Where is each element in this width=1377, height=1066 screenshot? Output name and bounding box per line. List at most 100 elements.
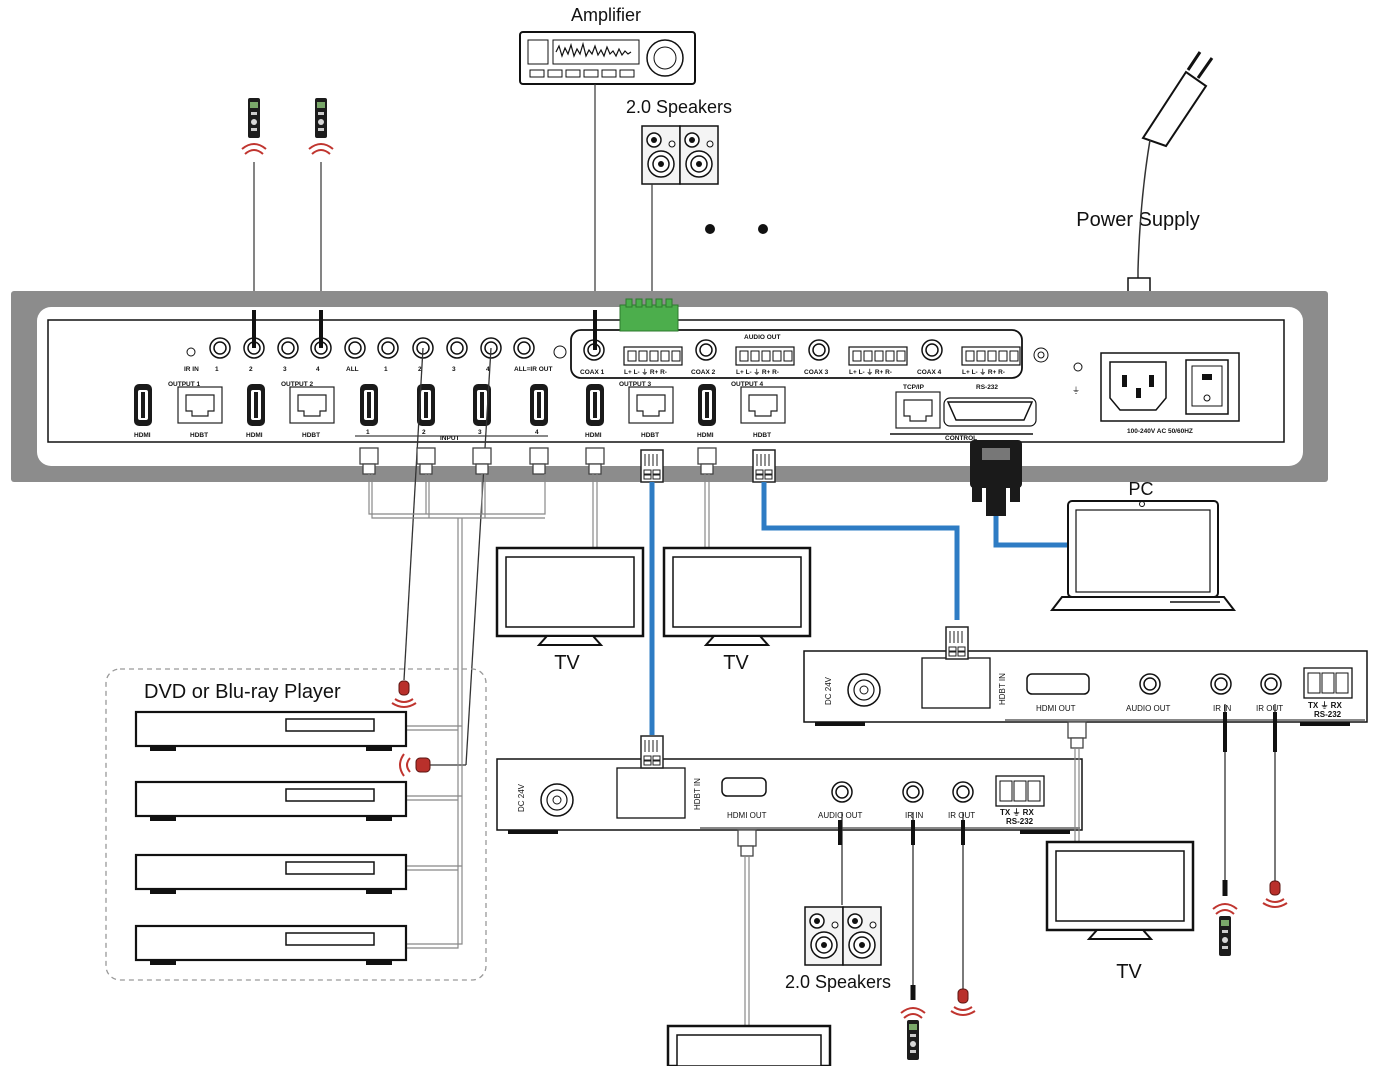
input-num: 3 (478, 429, 482, 436)
hdmi-harness (368, 474, 546, 949)
tv-label: TV (554, 652, 580, 674)
hdmi-plug (697, 447, 717, 475)
ir-out-num: 3 (452, 366, 456, 373)
tv-label: TV (723, 652, 749, 674)
screw-icon (553, 345, 567, 359)
ir-all-label: ALL (346, 366, 359, 373)
ir-num: 1 (215, 366, 219, 373)
hdmi-input-port-4[interactable] (530, 384, 548, 426)
terminal-label: L+ L- ⏚ R+ R- (624, 368, 667, 376)
ir-out-jack-1[interactable] (377, 337, 399, 359)
audio-terminal-2[interactable] (735, 346, 795, 366)
terminal-label: L+ L- ⏚ R+ R- (962, 368, 1005, 376)
input-label: INPUT (440, 435, 460, 442)
ir-emitter-icon (391, 680, 417, 708)
coax-2-jack[interactable] (695, 339, 717, 361)
coax-3-jack[interactable] (808, 339, 830, 361)
txrx-label: TX ⏚ RX (1000, 808, 1034, 817)
ir-in-jack-3[interactable] (277, 337, 299, 359)
audio-terminal-plug[interactable] (619, 298, 679, 332)
hdbt-label: HDBT (641, 432, 659, 439)
coax-4-jack[interactable] (921, 339, 943, 361)
hdbt-receiver-1 (496, 758, 1083, 834)
dvd-player-icon (134, 710, 408, 753)
hdbt-label: HDBT (753, 432, 771, 439)
hdbt-output-port-1[interactable] (177, 386, 223, 424)
hdmi-plug (416, 447, 436, 475)
ir-emitter-icon (399, 753, 431, 777)
rs232-port[interactable] (943, 397, 1037, 427)
ir-emitter-icon (950, 988, 976, 1016)
hdmi-input-port-1[interactable] (360, 384, 378, 426)
tv-icon (495, 546, 645, 647)
tv-icon (1045, 840, 1195, 941)
hdbt-label: HDBT (302, 432, 320, 439)
hdmi-label: HDMI (585, 432, 602, 439)
ir-receiver-icon (315, 98, 327, 138)
hdbt-plug (640, 449, 664, 483)
hdmi-cable (744, 856, 750, 1030)
hdmi-label: HDMI (134, 432, 151, 439)
ir-signal-icon (900, 1007, 926, 1019)
hdbt-in-label: HDBT IN (998, 673, 1007, 705)
amplifier-label: Amplifier (571, 5, 641, 25)
power-supply-label: Power Supply (1076, 209, 1199, 231)
ir-emitter-icon (1262, 880, 1288, 908)
input-num: 4 (535, 429, 539, 436)
ir-out-label: IR OUT (948, 811, 975, 820)
speakers-icon (804, 906, 882, 966)
hdmi-out-label: HDMI OUT (1036, 704, 1076, 713)
ir-out-label: IR OUT (1256, 704, 1283, 713)
audio-out-label: AUDIO OUT (744, 334, 781, 341)
hdbt-plug (945, 626, 969, 660)
dvd-player-icon (134, 780, 408, 823)
dc-label: DC 24V (517, 783, 526, 812)
speakers-bottom-label: 2.0 Speakers (785, 972, 891, 992)
input-num: 1 (366, 429, 370, 436)
output2-label: OUTPUT 2 (281, 381, 314, 388)
dvd-player-icon (134, 853, 408, 896)
hdmi-output-port-2[interactable] (247, 384, 265, 426)
hdmi-plug (529, 447, 549, 475)
hdbt-output-port-2[interactable] (289, 386, 335, 424)
hdbt-output-port-4[interactable] (740, 386, 786, 424)
ellipsis-dot (705, 224, 715, 234)
coax-label: COAX 3 (804, 369, 829, 376)
audio-terminal-3[interactable] (848, 346, 908, 366)
ir-receiver-icon (907, 1020, 919, 1060)
ir-out-jack-all[interactable] (513, 337, 535, 359)
txrx-label: TX ⏚ RX (1308, 701, 1342, 710)
audio-out-group (570, 329, 1023, 379)
ir-emitter-cable (465, 347, 492, 766)
amplifier-icon (519, 31, 696, 85)
laptop-icon (1049, 500, 1237, 611)
speakers-icon (641, 125, 719, 185)
audio-terminal-1[interactable] (623, 346, 683, 366)
tcpip-port[interactable] (895, 391, 941, 429)
power-inlet[interactable] (1109, 361, 1167, 411)
ir-num: 3 (283, 366, 287, 373)
hdmi-output-port-3[interactable] (586, 384, 604, 426)
hdmi-output-port-1[interactable] (134, 384, 152, 426)
tv-label: TV (1116, 961, 1142, 983)
power-pin (1122, 375, 1127, 387)
hdbt-in-label: HDBT IN (693, 778, 702, 810)
output1-label: OUTPUT 1 (168, 381, 201, 388)
ground-symbol: ⏚ (1072, 386, 1080, 395)
hdmi-plug (585, 447, 605, 475)
ir-in-jack-all[interactable] (344, 337, 366, 359)
ir-signal-icon (308, 143, 334, 155)
rs232-label: RS-232 (1314, 710, 1342, 719)
rs232-label: RS-232 (1006, 817, 1034, 826)
hdmi-output-port-4[interactable] (698, 384, 716, 426)
rs232-cable (993, 516, 1070, 548)
ir-out-jack-3[interactable] (446, 337, 468, 359)
ir-num: 4 (316, 366, 320, 373)
hdbt-output-port-3[interactable] (628, 386, 674, 424)
hdmi-plug (1067, 721, 1087, 749)
input-num: 2 (422, 429, 426, 436)
ir-in-label: IR IN (184, 366, 199, 373)
dvd-group-box (105, 668, 487, 981)
audio-terminal-4[interactable] (961, 346, 1021, 366)
ir-in-jack-1[interactable] (209, 337, 231, 359)
